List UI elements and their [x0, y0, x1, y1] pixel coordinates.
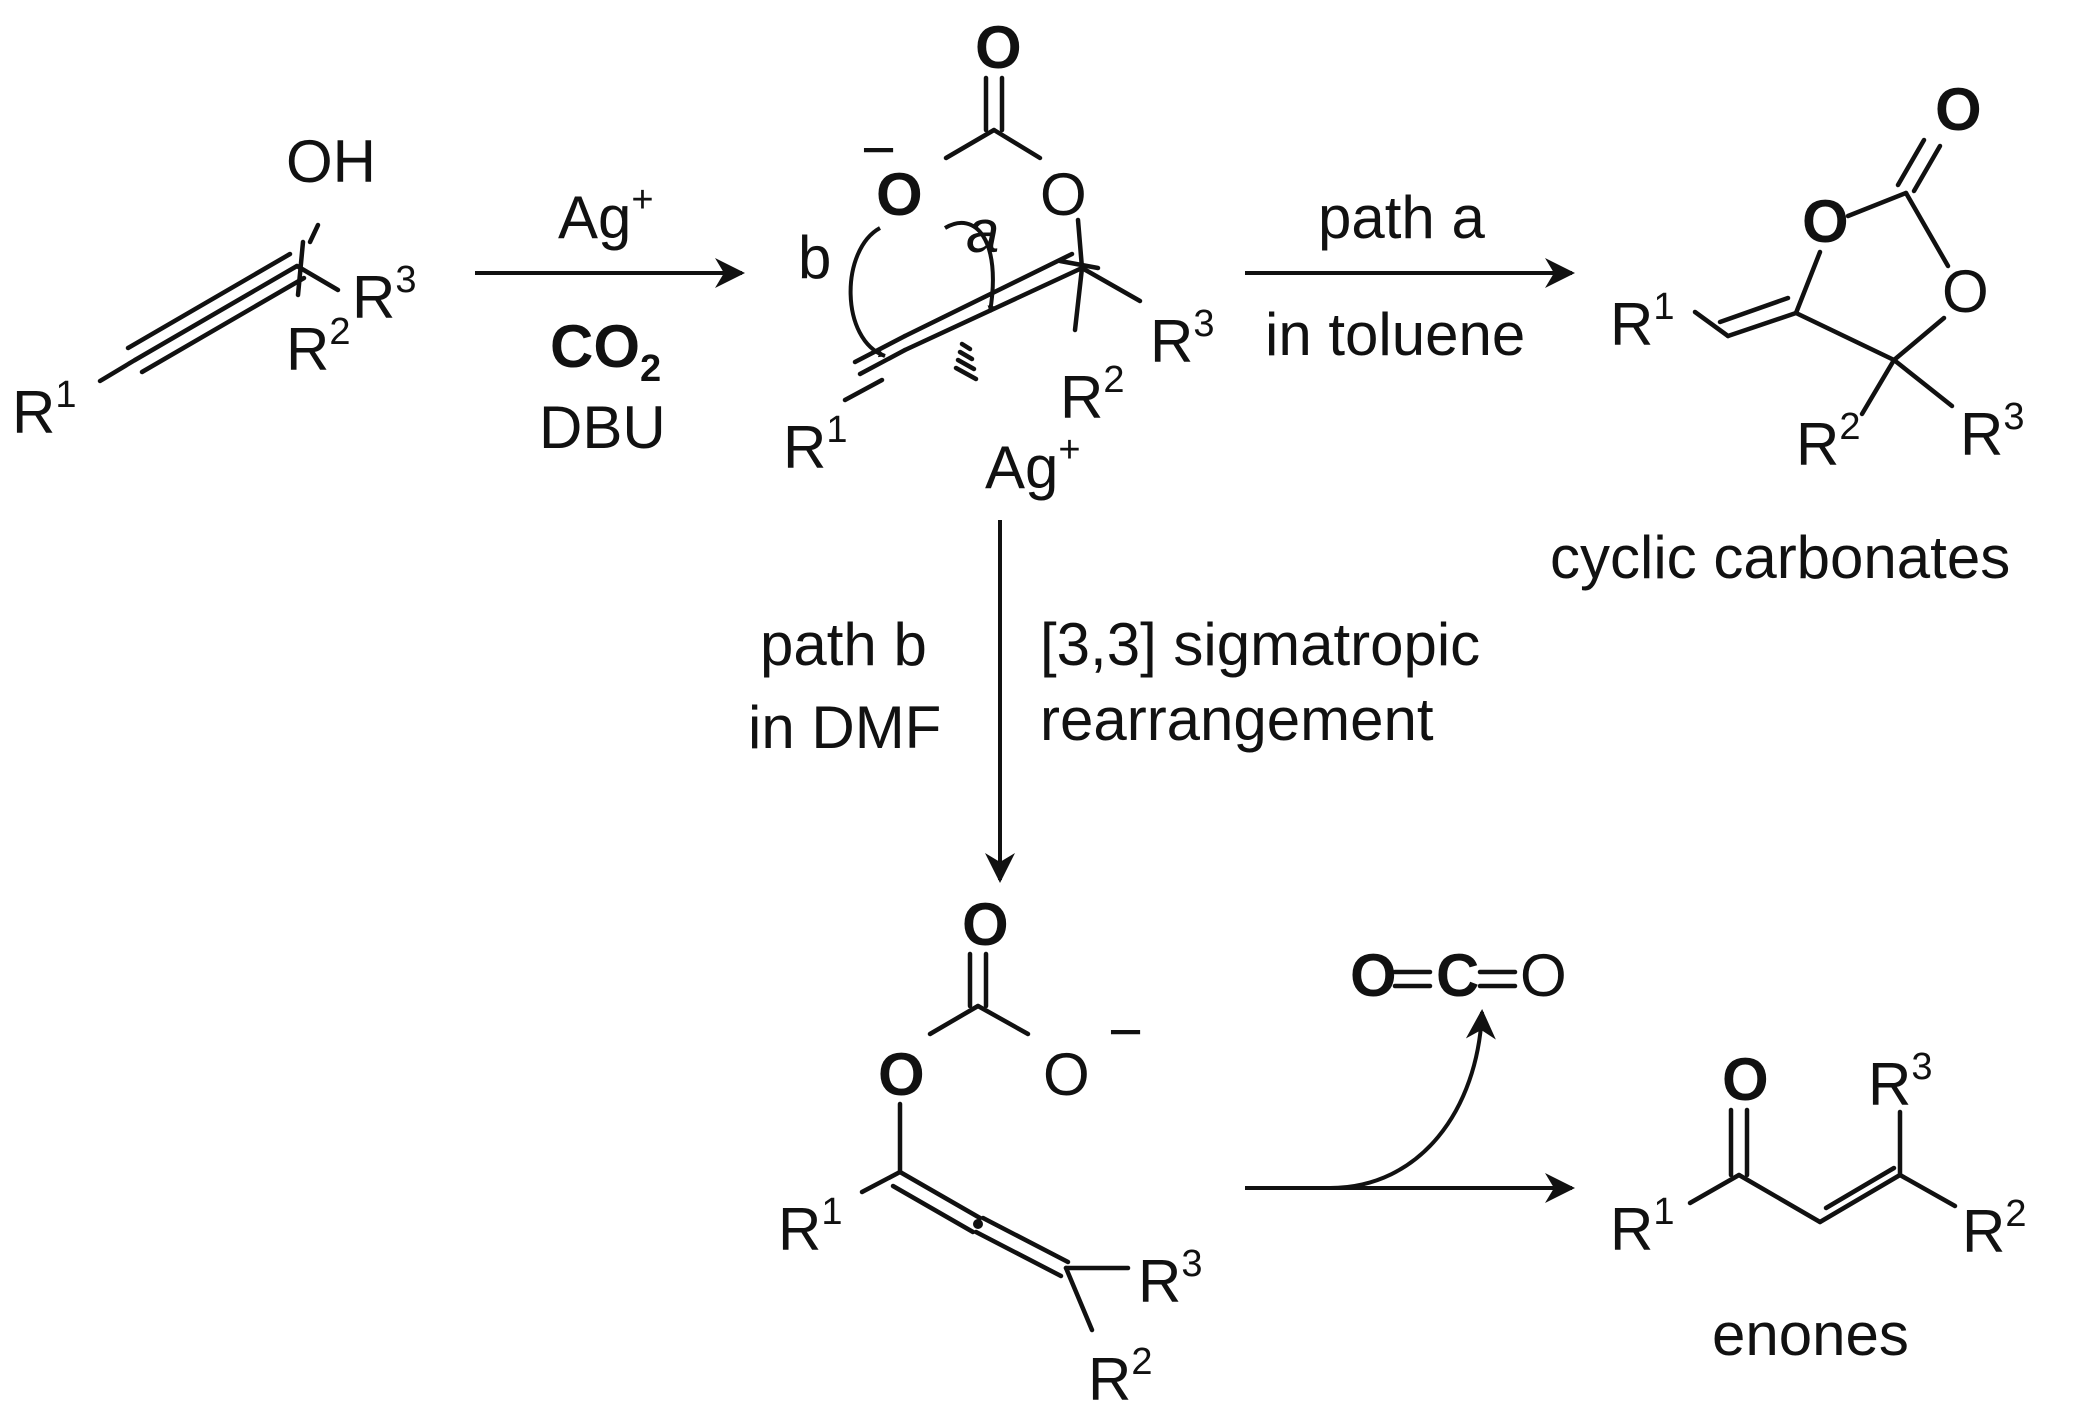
r3-label: R3 — [1150, 303, 1214, 375]
anionic-oxygen-label: O — [876, 161, 923, 228]
r1-label: R1 — [12, 374, 76, 446]
carbonate-intermediate: O − O O R3 R2 R1 Ag+ a b — [783, 14, 1214, 501]
silver-label: Ag+ — [985, 429, 1081, 501]
r1-label: R1 — [1610, 1191, 1674, 1263]
hydroxyl-label: OH — [286, 128, 376, 195]
enone-structure: O R1 R3 R2 — [1610, 1046, 2026, 1265]
allenyl-carbonate-intermediate: O O O − R1 R3 R2 — [778, 891, 1202, 1413]
released-co2-molecule: O C O — [1350, 942, 1567, 1009]
ring-oxygen-label: O — [1802, 188, 1849, 255]
central-allene-carbon — [973, 1219, 983, 1229]
r2-label: R2 — [286, 311, 350, 383]
rearrangement-label: [3,3] sigmatropic — [1040, 611, 1480, 678]
dbu-label: DBU — [539, 394, 666, 461]
carbonyl-oxygen-label: O — [962, 891, 1009, 958]
curved-arrow-b — [848, 226, 886, 358]
anionic-oxygen-label: O — [1043, 1041, 1090, 1108]
minus-charge: − — [861, 116, 896, 183]
ester-oxygen-label: O — [878, 1041, 925, 1108]
path-a-label: path a — [1318, 184, 1485, 251]
r3-label: R3 — [1138, 1243, 1202, 1315]
path-b-arrow-label: b — [798, 224, 831, 291]
minus-charge: − — [1108, 998, 1143, 1065]
r1-label: R1 — [778, 1191, 842, 1263]
co2-oxygen-label: O — [1350, 942, 1397, 1009]
enone-oxygen-label: O — [1722, 1046, 1769, 1113]
cyclic-carbonate-structure: O O O R1 R2 R3 — [1610, 76, 2024, 478]
carbonyl-oxygen-label: O — [1935, 76, 1982, 143]
co2-release-curved-arrow — [1329, 1009, 1496, 1190]
ring-oxygen-label: O — [1942, 258, 1989, 325]
r1-label: R1 — [1610, 286, 1674, 358]
co2-carbon-label: C — [1436, 942, 1479, 1009]
path-b-label: path b — [760, 611, 927, 678]
path-a-solvent-label: in toluene — [1265, 301, 1525, 368]
curved-arrow-a — [943, 221, 995, 313]
rearrangement-label-2: rearrangement — [1040, 686, 1434, 753]
r2-label: R2 — [1088, 1341, 1152, 1413]
r3-label: R3 — [352, 259, 416, 331]
hashed-bond-to-silver — [953, 341, 979, 382]
co2-label: CO2 — [550, 313, 661, 390]
silver-catalyst-label: Ag+ — [558, 179, 654, 251]
carbonyl-oxygen-label: O — [975, 14, 1022, 81]
r2-label: R2 — [1796, 406, 1860, 478]
r3-label: R3 — [1960, 396, 2024, 468]
cyclic-carbonates-caption: cyclic carbonates — [1550, 524, 2010, 591]
r2-label: R2 — [1962, 1193, 2026, 1265]
enones-caption: enones — [1712, 1301, 1909, 1368]
r3-label: R3 — [1868, 1046, 1932, 1118]
path-b-solvent-label: in DMF — [748, 694, 941, 761]
propargylic-alcohol: OH R2 R3 R1 — [12, 128, 416, 446]
r1-label: R1 — [783, 409, 847, 481]
r2-label: R2 — [1060, 359, 1124, 431]
ester-oxygen-label: O — [1040, 161, 1087, 228]
co2-oxygen-label: O — [1520, 942, 1567, 1009]
path-a-arrow-label: a — [966, 198, 999, 265]
